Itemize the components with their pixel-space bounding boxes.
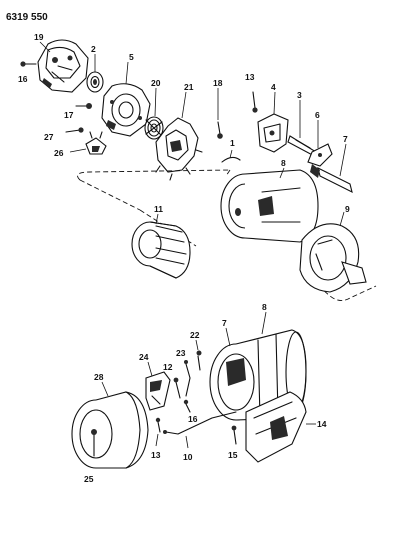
callout-26: 26: [54, 148, 64, 158]
callout-15: 15: [228, 450, 238, 460]
callout-11: 11: [154, 204, 163, 214]
screw-part-25: [91, 429, 97, 457]
screw-part-16: [20, 61, 37, 67]
callout-14: 14: [317, 419, 327, 429]
screw-part-22: [196, 350, 202, 371]
column-jacket-part-8-upper: [220, 169, 319, 243]
callout-28: 28: [94, 372, 104, 382]
rod-part-10: [163, 411, 237, 435]
clip-part-1: [221, 156, 241, 163]
link-part-23: [184, 360, 191, 397]
screw-part-12: [173, 377, 181, 399]
callout-17: 17: [64, 110, 74, 120]
callout-3: 3: [297, 90, 302, 100]
lower-cover-part-28: [71, 391, 149, 469]
housing-part-5: [101, 83, 151, 137]
screw-part-13-lower: [155, 417, 161, 433]
callout-16-lower: 16: [188, 414, 198, 424]
callout-18: 18: [213, 78, 223, 88]
dashed-group-line: [77, 169, 377, 301]
callout-8-upper: 8: [281, 158, 286, 168]
callout-12: 12: [163, 362, 173, 372]
callout-16: 16: [18, 74, 28, 84]
callout-24: 24: [139, 352, 149, 362]
lever-part-6: [307, 143, 333, 167]
callout-13-upper: 13: [245, 72, 255, 82]
bearing-part-2: [86, 71, 104, 93]
callout-9: 9: [345, 204, 350, 214]
callout-25: 25: [84, 474, 94, 484]
callout-7-lower: 7: [222, 318, 227, 328]
callout-4: 4: [271, 82, 276, 92]
callout-20: 20: [151, 78, 161, 88]
callout-7-upper: 7: [343, 134, 348, 144]
sleeve-part-11: [131, 221, 191, 279]
callout-2: 2: [91, 44, 96, 54]
callout-27: 27: [44, 132, 54, 142]
screw-part-18: [217, 121, 223, 139]
screw-part-15: [231, 425, 237, 445]
callout-22: 22: [190, 330, 200, 340]
callout-6: 6: [315, 110, 320, 120]
callout-21: 21: [184, 82, 194, 92]
cover-part-4: [257, 113, 289, 153]
connector-part-26: [85, 131, 107, 155]
callout-19: 19: [34, 32, 44, 42]
diagram-code: 6319 550: [6, 12, 48, 23]
screw-part-16-lower: [183, 399, 191, 413]
callout-23: 23: [176, 348, 186, 358]
lock-housing-part-19: [37, 39, 89, 93]
bracket-part-24: [145, 371, 171, 411]
actuator-rod-part-7-upper: [310, 164, 353, 194]
screw-part-27: [65, 127, 84, 133]
callout-5: 5: [129, 52, 134, 62]
callout-1: 1: [230, 138, 235, 148]
upper-cover-part-14: [245, 391, 307, 463]
spring-part-20: [144, 116, 164, 140]
callout-10: 10: [183, 452, 193, 462]
screw-part-13-upper: [252, 91, 258, 113]
callout-8-lower: 8: [262, 302, 267, 312]
screw-part-17: [75, 103, 92, 109]
shroud-part-9: [299, 223, 367, 293]
gear-part-21: [155, 117, 203, 181]
callout-13-lower: 13: [151, 450, 161, 460]
